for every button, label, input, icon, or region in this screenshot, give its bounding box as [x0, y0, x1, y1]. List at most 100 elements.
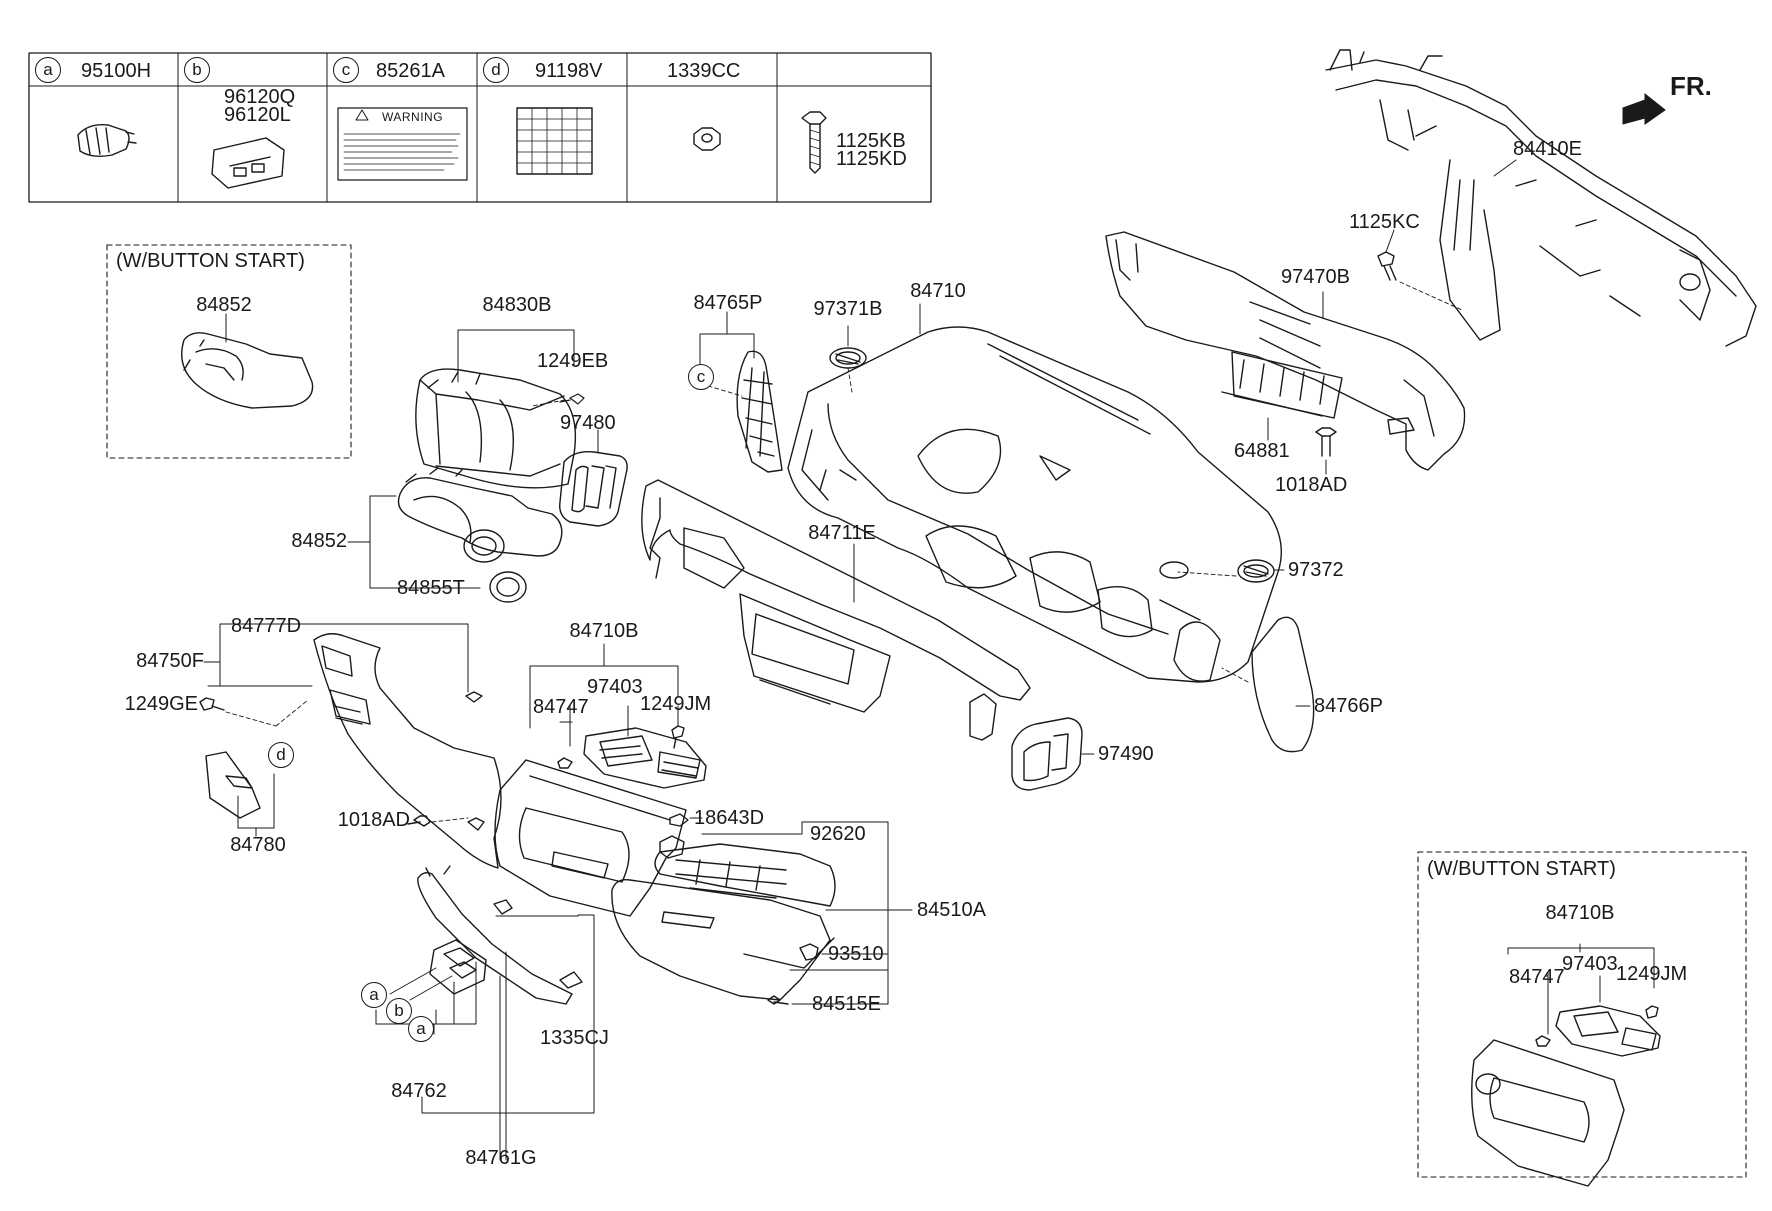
legend-part-nut — [693, 127, 721, 151]
callout-84830B: 84830B — [482, 294, 552, 316]
callout-92620: 92620 — [810, 823, 866, 845]
legend-part-bolt — [801, 111, 827, 174]
part-84830B-cluster-hood — [415, 368, 577, 489]
callout-1018AD-upper: 1018AD — [1275, 474, 1348, 496]
part-84710B-center-panel — [494, 759, 687, 917]
part-92620-glove-lamp — [659, 835, 685, 859]
part-1249EB-screw — [559, 393, 585, 405]
callout-18643D: 18643D — [694, 807, 765, 829]
legend-part-d-grid-label — [516, 107, 593, 175]
callout-1018AD-lower: 1018AD — [337, 809, 410, 831]
callout-97403-variant: 97403 — [1562, 953, 1618, 975]
callout-84777D: 84777D — [231, 615, 302, 637]
legend-part-b-panel — [211, 137, 285, 189]
part-1018AD-bolt-upper — [1315, 427, 1337, 457]
legend-table — [28, 52, 932, 203]
part-97372-round-vent — [1237, 559, 1275, 583]
callout-64881: 64881 — [1234, 440, 1290, 462]
part-84711E-center-frame — [641, 479, 1031, 741]
part-84780-small-cover — [205, 751, 261, 819]
callout-84710B: 84710B — [569, 620, 639, 642]
callout-84780: 84780 — [230, 834, 286, 856]
part-1249GE-screw — [199, 697, 225, 711]
marker-ref-b: b — [386, 998, 412, 1024]
callout-97371B: 97371B — [813, 298, 883, 320]
callout-97403: 97403 — [587, 676, 643, 698]
variant-box-right-title: (W/BUTTON START) — [1427, 858, 1616, 880]
part-84852-cover-box — [181, 332, 314, 409]
variant-box-left — [106, 244, 352, 459]
callout-84410E: 84410E — [1513, 138, 1582, 160]
part-97403-center-vents-variant — [1555, 1005, 1661, 1057]
callout-1249EB: 1249EB — [537, 350, 609, 372]
callout-84761G: 84761G — [465, 1147, 537, 1169]
legend-part-a-switch — [77, 124, 137, 158]
part-1125KC-bolt — [1377, 251, 1397, 281]
part-84855T-ring — [489, 571, 527, 603]
part-84747-clip — [557, 757, 573, 769]
legend-part-1125KD: 1125KD — [836, 148, 907, 170]
callout-1335CJ: 1335CJ — [540, 1027, 609, 1049]
marker-ref-d: d — [268, 742, 294, 768]
part-97403-center-vents — [583, 727, 707, 789]
part-84710-crash-pad — [787, 326, 1283, 683]
callout-84766P: 84766P — [1314, 695, 1383, 717]
part-84710B-center-panel-variant — [1471, 1039, 1625, 1187]
front-indicator: FR. — [1670, 71, 1712, 101]
legend-ref-c: c — [333, 57, 359, 83]
front-arrow — [1622, 92, 1666, 125]
legend-part-95100H: 95100H — [81, 60, 152, 82]
marker-ref-a-1: a — [361, 982, 387, 1008]
part-84510A-glove-box — [611, 843, 836, 1001]
part-84515E-screw — [767, 995, 789, 1005]
part-84762-switch-cluster — [429, 939, 487, 995]
callout-84711E: 84711E — [808, 522, 876, 544]
part-84747-clip-variant — [1535, 1035, 1551, 1047]
callout-84747-variant: 84747 — [1509, 966, 1565, 988]
legend-ref-a: a — [35, 57, 61, 83]
callout-93510: 93510 — [828, 943, 884, 965]
part-1249JM-screw — [671, 725, 685, 749]
callout-84855T: 84855T — [397, 577, 465, 599]
part-97480-side-vent — [559, 451, 628, 527]
callout-97490: 97490 — [1098, 743, 1154, 765]
callout-1249JM: 1249JM — [640, 693, 712, 715]
part-93510-switch — [799, 943, 819, 961]
marker-ref-c: c — [688, 364, 714, 390]
legend-part-1339CC: 1339CC — [667, 60, 741, 82]
part-64881-bracket — [1221, 351, 1343, 419]
part-1249JM-screw-variant — [1645, 1005, 1659, 1019]
callout-1249JM-variant: 1249JM — [1616, 963, 1688, 985]
callout-84710: 84710 — [910, 280, 966, 302]
callout-84710B-variant: 84710B — [1545, 902, 1615, 924]
legend-part-96120L: 96120L — [224, 104, 291, 126]
legend-ref-d: d — [483, 57, 509, 83]
callout-97372: 97372 — [1288, 559, 1344, 581]
callout-84510A: 84510A — [917, 899, 986, 921]
callout-84762: 84762 — [391, 1080, 447, 1102]
callout-84515E: 84515E — [812, 993, 881, 1015]
part-97470B-duct — [1105, 231, 1466, 471]
part-84852-column-shroud — [397, 467, 563, 563]
part-84765P-side-cover — [736, 350, 783, 473]
callout-1249GE: 1249GE — [124, 693, 198, 715]
callout-84765P: 84765P — [693, 292, 763, 314]
callout-84852-box: 84852 — [196, 294, 252, 316]
callout-84750F: 84750F — [136, 650, 204, 672]
part-84766P-side-cover — [1251, 616, 1315, 753]
variant-box-right — [1417, 851, 1747, 1178]
legend-part-c-warning-label — [337, 107, 468, 181]
callout-84747: 84747 — [533, 696, 589, 718]
part-97490-side-vent — [1011, 717, 1083, 791]
part-18643D-lamp — [669, 813, 689, 827]
callout-97470B: 97470B — [1281, 266, 1350, 288]
variant-box-left-title: (W/BUTTON START) — [116, 250, 305, 272]
callout-1125KC: 1125KC — [1349, 211, 1420, 233]
legend-part-85261A: 85261A — [376, 60, 445, 82]
legend-part-91198V: 91198V — [535, 60, 603, 82]
part-1018AD-bolt-lower — [407, 815, 431, 827]
part-84410E-cowl-crossbar — [1325, 49, 1757, 347]
part-84761G-lower-cover — [417, 865, 583, 1005]
